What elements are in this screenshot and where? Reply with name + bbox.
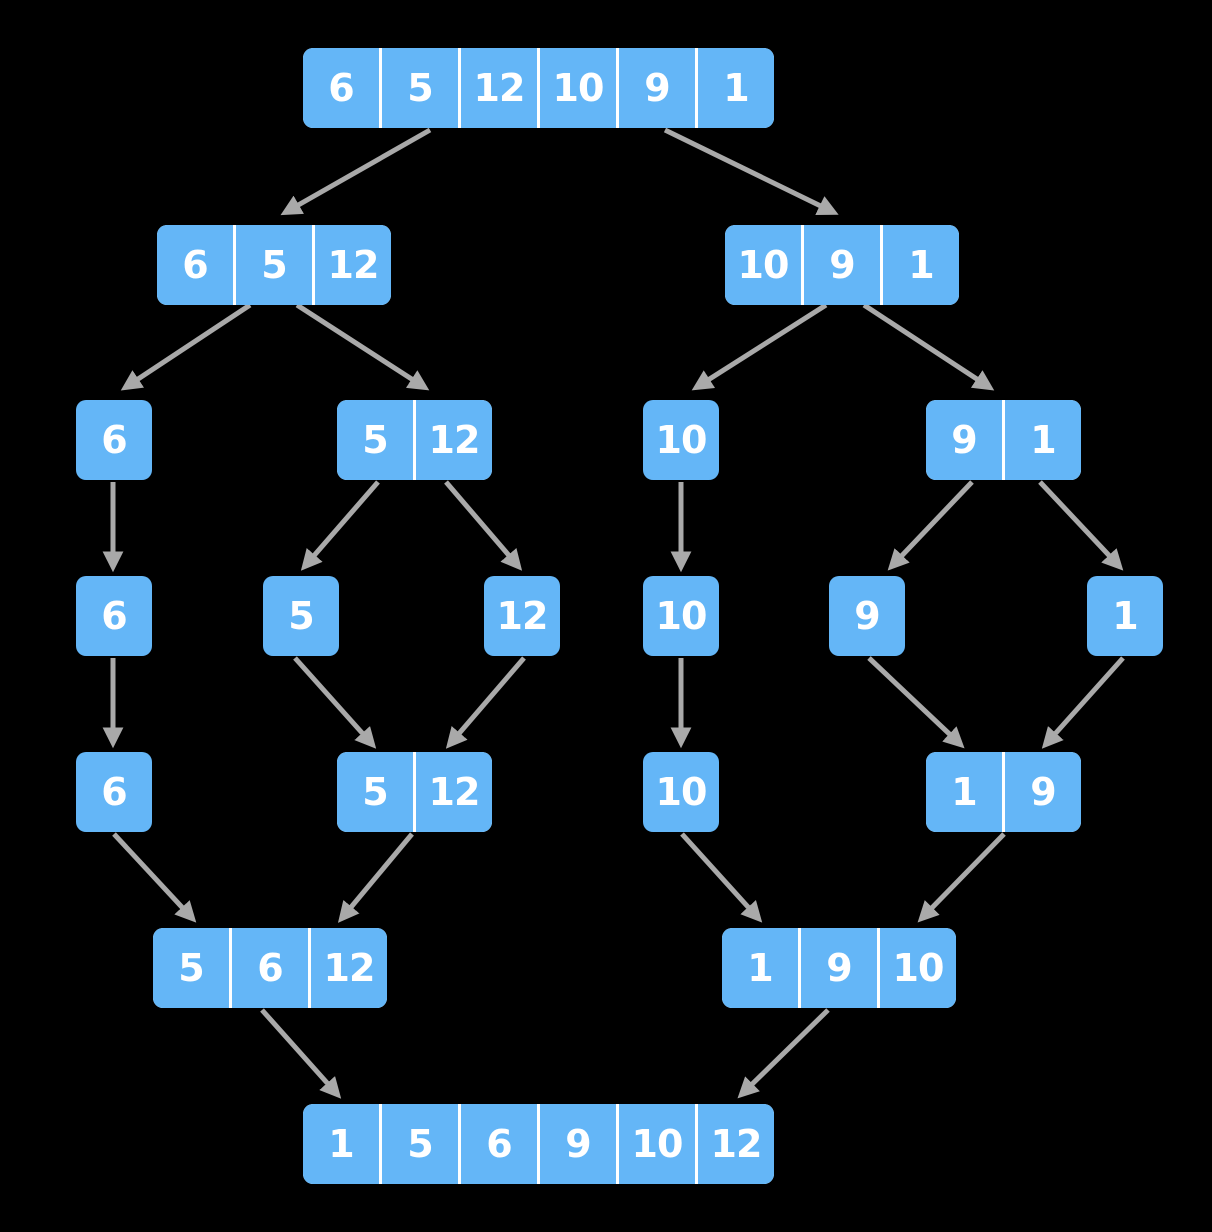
array-cell: 5 <box>236 225 312 305</box>
arrow <box>280 127 432 216</box>
array-cell: 9 <box>801 928 877 1008</box>
arrow <box>1041 656 1125 749</box>
arrow <box>300 480 380 571</box>
array-cell: 5 <box>337 752 413 832</box>
array-cell: 1 <box>926 752 1002 832</box>
array-node-leaf-9: 9 <box>829 576 905 656</box>
arrow <box>917 832 1006 923</box>
array-node-split-rl: 10 <box>643 400 719 480</box>
array-cell: 9 <box>540 1104 616 1184</box>
array-cell: 12 <box>461 48 537 128</box>
array-cell: 10 <box>643 752 719 832</box>
arrow <box>260 1008 342 1099</box>
array-cell: 12 <box>698 1104 774 1184</box>
array-node-leaf-1: 1 <box>1087 576 1163 656</box>
array-cell: 10 <box>619 1104 695 1184</box>
array-cell: 1 <box>1087 576 1163 656</box>
array-cell: 9 <box>926 400 1002 480</box>
array-cell: 1 <box>883 225 959 305</box>
array-cell: 9 <box>1005 752 1081 832</box>
array-cell: 6 <box>76 400 152 480</box>
array-node-split-ll: 6 <box>76 400 152 480</box>
array-cell: 6 <box>303 48 379 128</box>
arrow <box>112 832 197 923</box>
arrow <box>444 480 523 571</box>
array-cell: 9 <box>804 225 880 305</box>
array-cell: 9 <box>619 48 695 128</box>
array-node-merge-6: 6 <box>76 752 152 832</box>
array-cell: 5 <box>382 48 458 128</box>
array-cell: 6 <box>232 928 308 1008</box>
array-cell: 1 <box>1005 400 1081 480</box>
array-cell: 1 <box>722 928 798 1008</box>
arrow <box>691 302 828 391</box>
arrow <box>862 302 995 391</box>
arrow <box>867 656 965 749</box>
array-node-merge-10: 10 <box>643 752 719 832</box>
array-cell: 1 <box>303 1104 379 1184</box>
array-cell: 5 <box>337 400 413 480</box>
array-node-leaf-12: 12 <box>484 576 560 656</box>
array-cell: 12 <box>311 928 387 1008</box>
array-cell: 12 <box>484 576 560 656</box>
array-cell: 5 <box>263 576 339 656</box>
array-cell: 10 <box>643 400 719 480</box>
array-node-leaf-10: 10 <box>643 576 719 656</box>
arrow <box>120 302 252 391</box>
array-cell: 9 <box>829 576 905 656</box>
array-cell: 10 <box>880 928 956 1008</box>
array-cell: 6 <box>76 752 152 832</box>
array-cell: 10 <box>540 48 616 128</box>
array-cell: 12 <box>416 752 492 832</box>
array-node-leaf-5: 5 <box>263 576 339 656</box>
array-cell: 5 <box>382 1104 458 1184</box>
arrow <box>737 1008 830 1099</box>
array-cell: 10 <box>643 576 719 656</box>
arrow <box>337 832 414 923</box>
array-node-leaf-6: 6 <box>76 576 152 656</box>
arrow <box>295 302 430 391</box>
array-cell: 6 <box>461 1104 537 1184</box>
array-cell: 1 <box>698 48 774 128</box>
arrow <box>445 656 526 749</box>
arrow <box>887 480 974 571</box>
array-cell: 5 <box>153 928 229 1008</box>
array-cell: 10 <box>725 225 801 305</box>
arrow <box>1038 480 1124 571</box>
array-cell: 12 <box>416 400 492 480</box>
arrow <box>680 832 763 923</box>
arrow <box>663 127 839 215</box>
array-cell: 6 <box>76 576 152 656</box>
arrow <box>293 656 377 749</box>
array-cell: 12 <box>315 225 391 305</box>
array-cell: 6 <box>157 225 233 305</box>
